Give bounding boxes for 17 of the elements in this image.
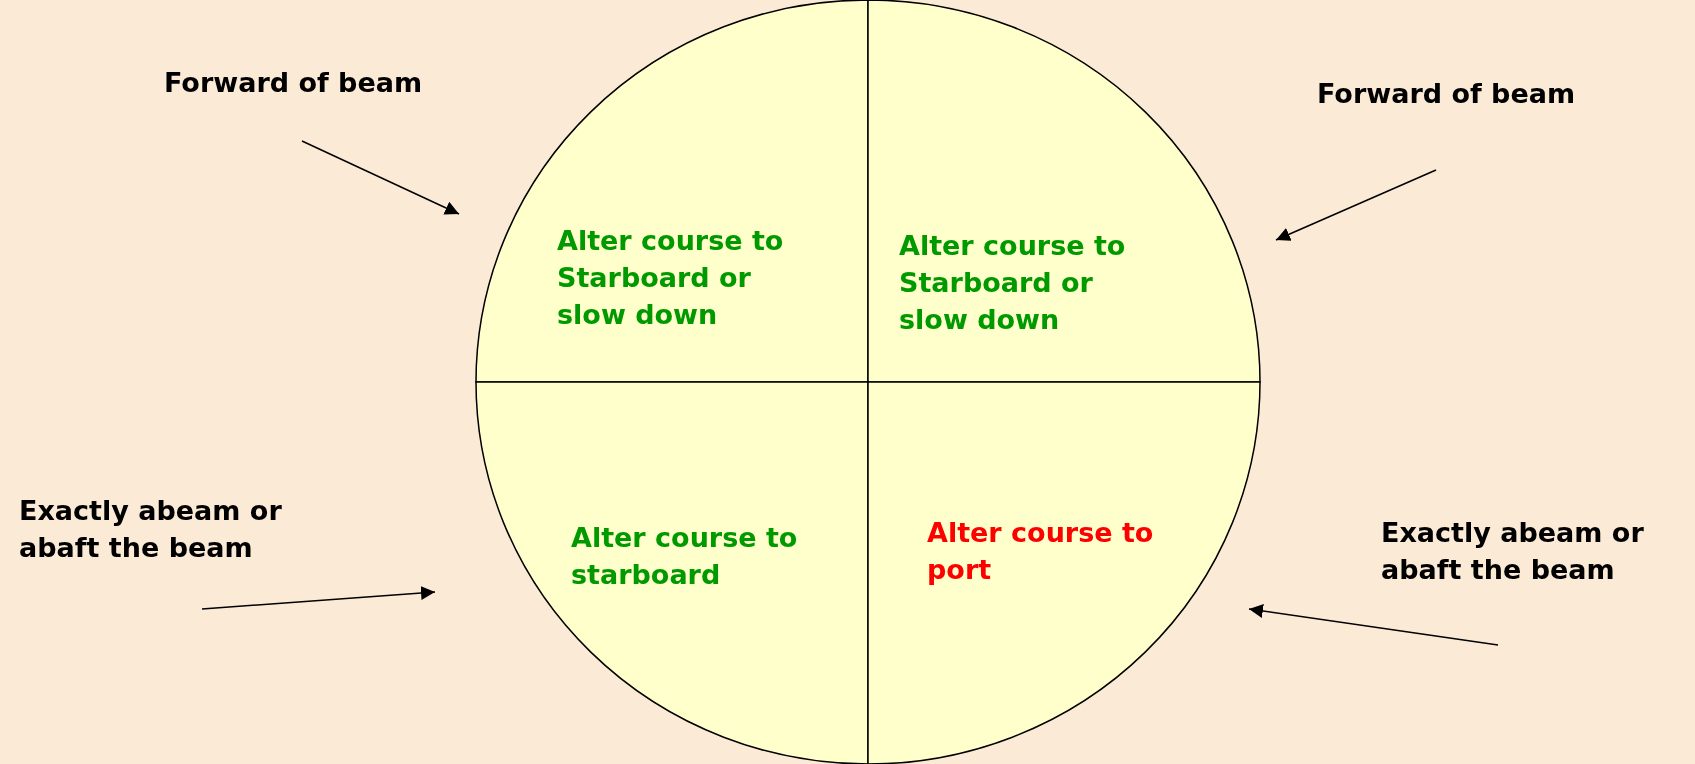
bearing-label: Forward of beam bbox=[1317, 75, 1637, 112]
bearing-label: Exactly abeam or abaft the beam bbox=[19, 492, 359, 566]
quadrant bbox=[868, 0, 1260, 382]
quadrant-text: Alter course to Starboard or slow down bbox=[899, 229, 1127, 337]
quadrant-text: Alter course to port bbox=[927, 516, 1155, 587]
arrow bbox=[1275, 169, 1437, 241]
arrow bbox=[201, 586, 436, 610]
quadrant bbox=[476, 382, 868, 764]
quadrant bbox=[868, 382, 1260, 764]
arrow bbox=[1248, 604, 1499, 646]
quadrant-text: Alter course to Starboard or slow down bbox=[557, 224, 785, 332]
bearing-label: Forward of beam bbox=[164, 64, 484, 101]
quadrant bbox=[476, 0, 868, 382]
quadrant-text: Alter course to starboard bbox=[571, 521, 799, 592]
bearing-label: Exactly abeam or abaft the beam bbox=[1381, 514, 1691, 588]
arrow bbox=[301, 140, 460, 215]
circle-diagram bbox=[476, 0, 1260, 764]
